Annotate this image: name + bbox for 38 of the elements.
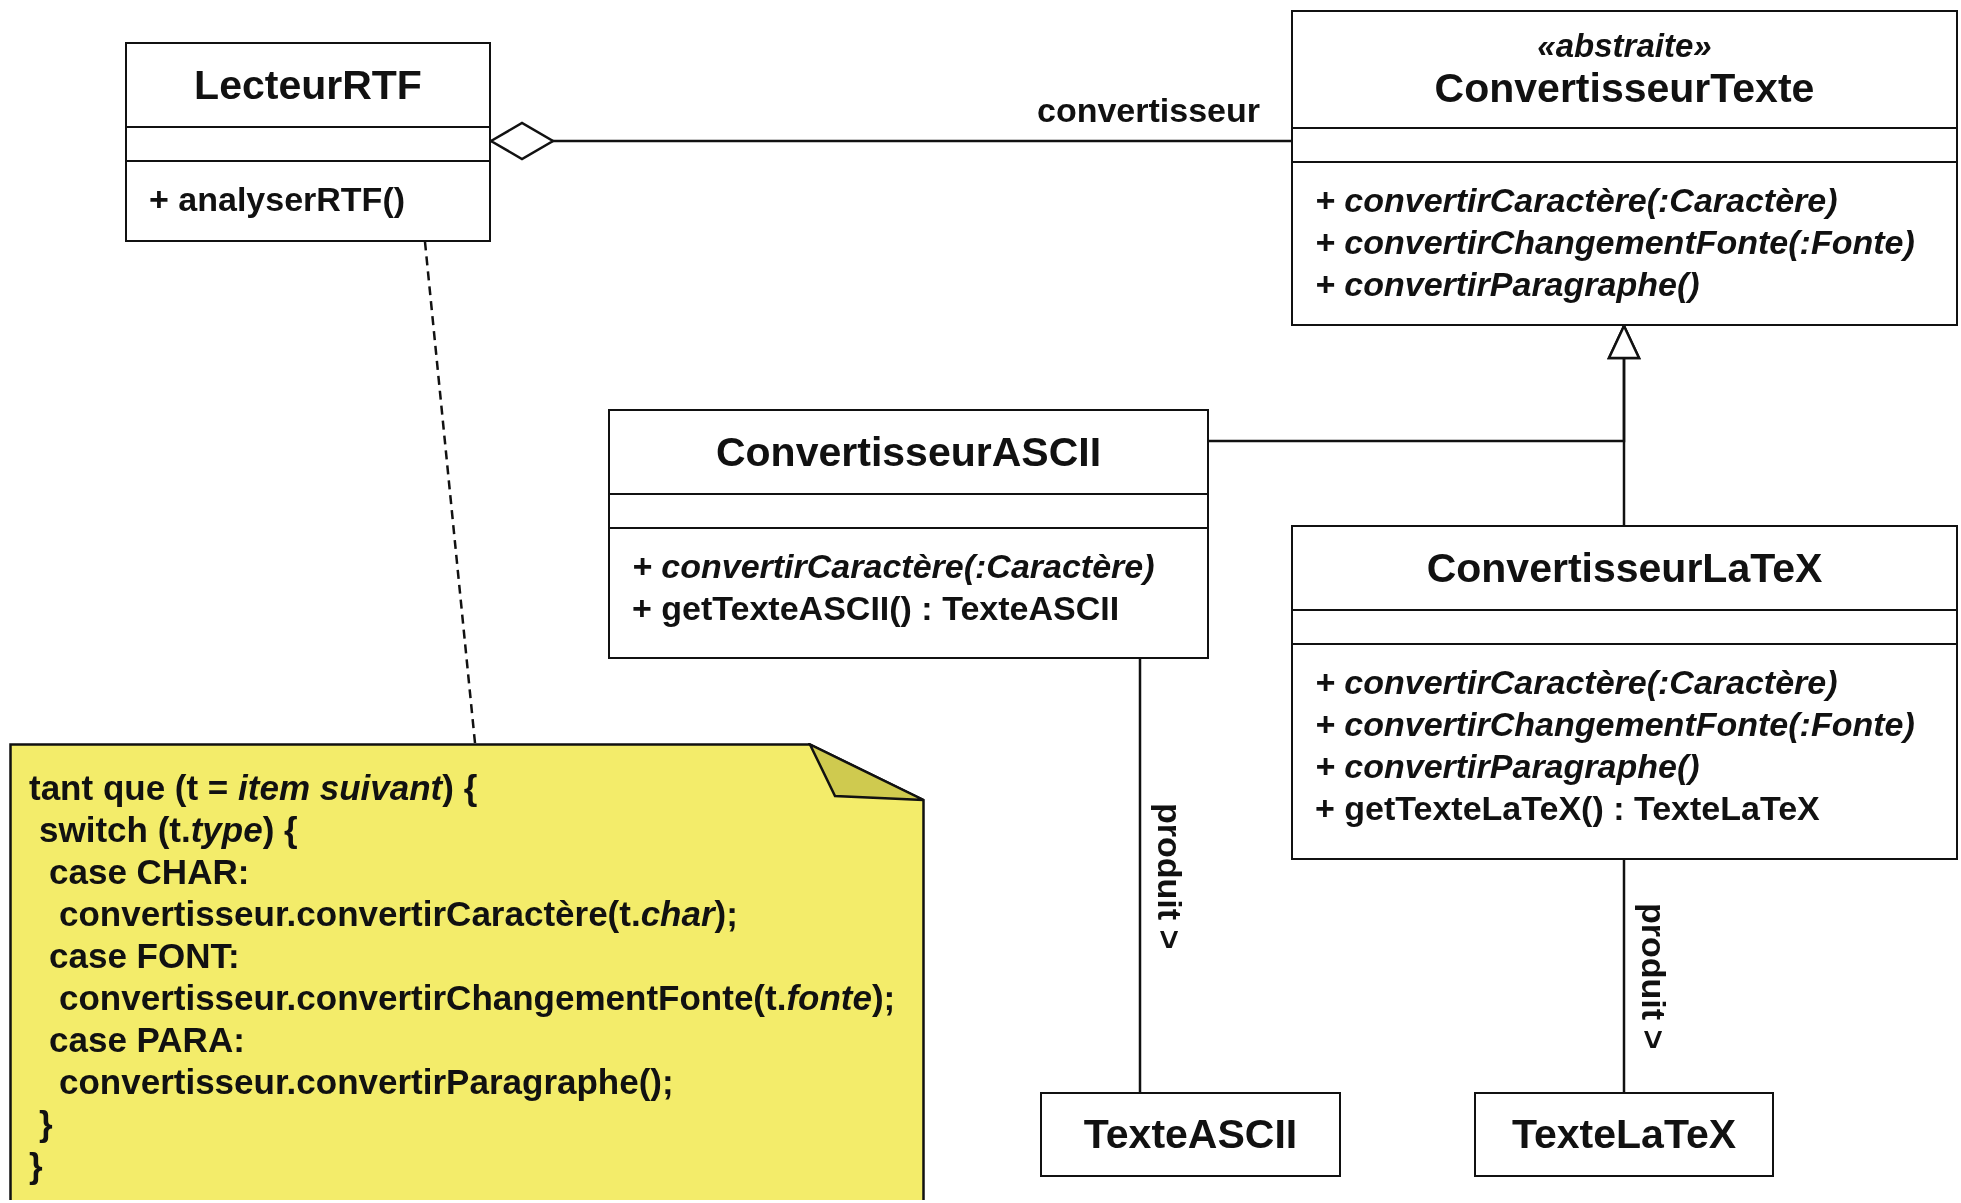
- method-label: + convertirCaractère(:Caractère): [1315, 180, 1838, 221]
- method-label: + convertirChangementFonte(:Fonte): [1315, 222, 1915, 263]
- method-label: + getTexteASCII() : TexteASCII: [632, 588, 1120, 629]
- note-card: [9, 743, 925, 1200]
- class-box: [125, 42, 491, 242]
- stereotype-label: «abstraite»: [1537, 27, 1712, 65]
- code-line: }: [29, 1145, 43, 1187]
- class-name: LecteurRTF: [194, 61, 422, 109]
- method-label: + analyserRTF(): [149, 179, 406, 220]
- code-line: case CHAR:: [49, 851, 250, 893]
- class-box: [1474, 1092, 1774, 1177]
- class-box: [1291, 10, 1958, 326]
- code-line: }: [39, 1103, 53, 1145]
- code-line: convertisseur.convertirCaractère(t.char);: [59, 893, 738, 935]
- method-label: + convertirCaractère(:Caractère): [1315, 662, 1838, 703]
- class-name: ConvertisseurASCII: [715, 428, 1102, 476]
- class-name: TexteLaTeX: [1511, 1111, 1737, 1158]
- method-label: + getTexteLaTeX() : TexteLaTeX: [1315, 788, 1820, 829]
- class-box: [608, 409, 1209, 659]
- class-name: ConvertisseurTexte: [1434, 65, 1815, 112]
- note-link: [423, 241, 477, 744]
- code-line: tant que (t = item suivant) {: [29, 767, 478, 809]
- association-line: [1138, 659, 1142, 1092]
- class-box: [1040, 1092, 1341, 1177]
- method-label: + convertirChangementFonte(:Fonte): [1315, 704, 1915, 745]
- method-label: + convertirParagraphe(): [1315, 746, 1700, 787]
- class-box: [1291, 525, 1958, 860]
- code-line: case PARA:: [49, 1019, 245, 1061]
- code-line: switch (t.type) {: [39, 809, 298, 851]
- method-label: + convertirParagraphe(): [1315, 264, 1700, 305]
- class-name: ConvertisseurLaTeX: [1426, 544, 1823, 592]
- code-line: case FONT:: [49, 935, 240, 977]
- code-line: convertisseur.convertirChangementFonte(t.fonte);: [59, 977, 896, 1019]
- association-line: [1622, 860, 1626, 1092]
- method-label: + convertirCaractère(:Caractère): [632, 546, 1155, 587]
- class-name: TexteASCII: [1083, 1111, 1298, 1158]
- code-line: convertisseur.convertirParagraphe();: [59, 1061, 674, 1103]
- generalization-arrow: [1607, 324, 1641, 525]
